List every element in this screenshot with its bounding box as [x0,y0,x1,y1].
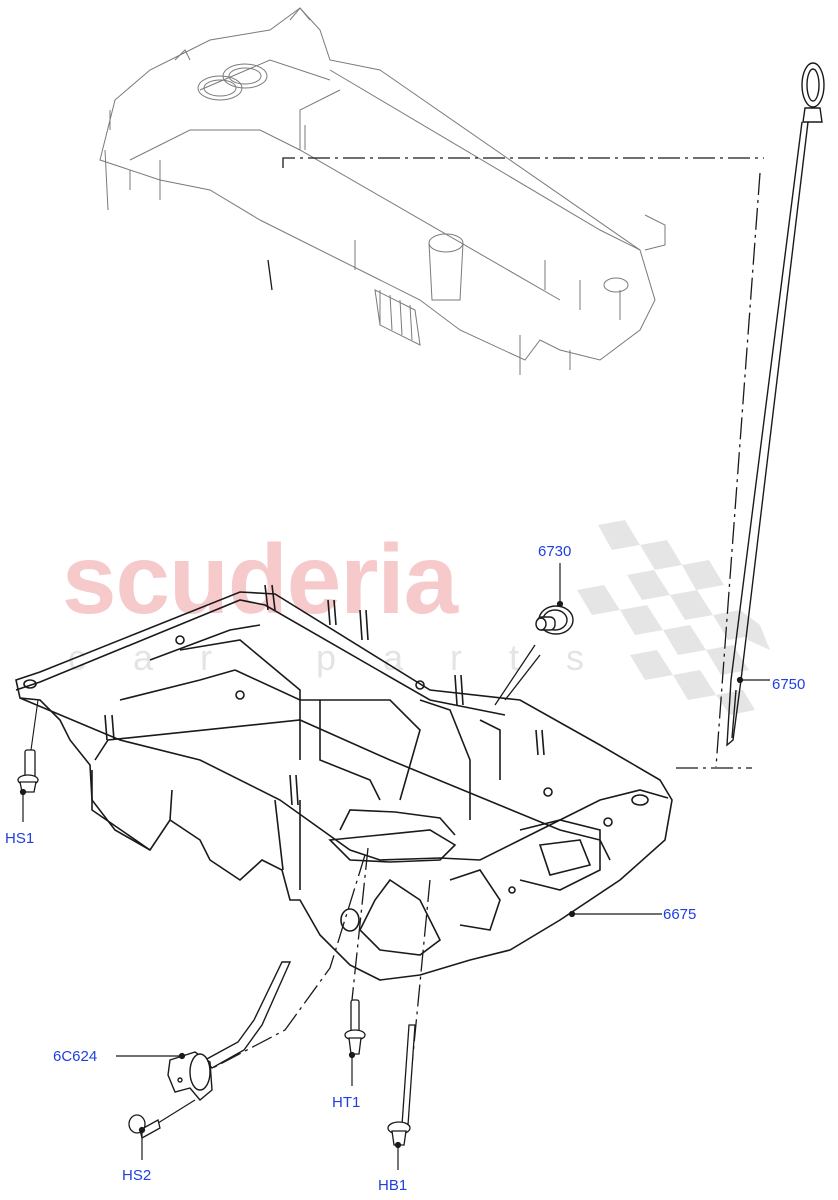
valve-cover-leader [267,259,273,291]
checkered-flag-watermark [577,520,770,715]
oil-level-sensor-6C624 [167,961,292,1101]
drain-plug-leader [494,644,541,706]
callout-6675[interactable]: 6675 [663,906,697,923]
bolt-HS2 [128,1114,161,1139]
watermark-brand: scuderia [62,524,458,634]
leader-dashdot-lines [189,157,764,1081]
valve-cover [99,7,666,375]
callout-6C624[interactable]: 6C624 [53,1048,98,1065]
callout-HT1[interactable]: HT1 [332,1094,361,1111]
dipstick-6750 [726,62,825,747]
callout-6750[interactable]: 6750 [772,676,806,693]
callout-leaders [19,563,770,1170]
bolt-HB1 [387,1024,416,1146]
callout-6730[interactable]: 6730 [538,543,572,560]
drain-plug-6730 [535,605,574,635]
bolt-HT1 [344,999,366,1055]
callout-HB1[interactable]: HB1 [378,1177,408,1194]
bolt-HS1 [17,699,39,793]
watermark-tagline: car parts [68,637,632,678]
oil-pan-6675 [15,584,673,981]
callout-HS1[interactable]: HS1 [5,830,35,847]
callout-HS2[interactable]: HS2 [122,1167,152,1184]
